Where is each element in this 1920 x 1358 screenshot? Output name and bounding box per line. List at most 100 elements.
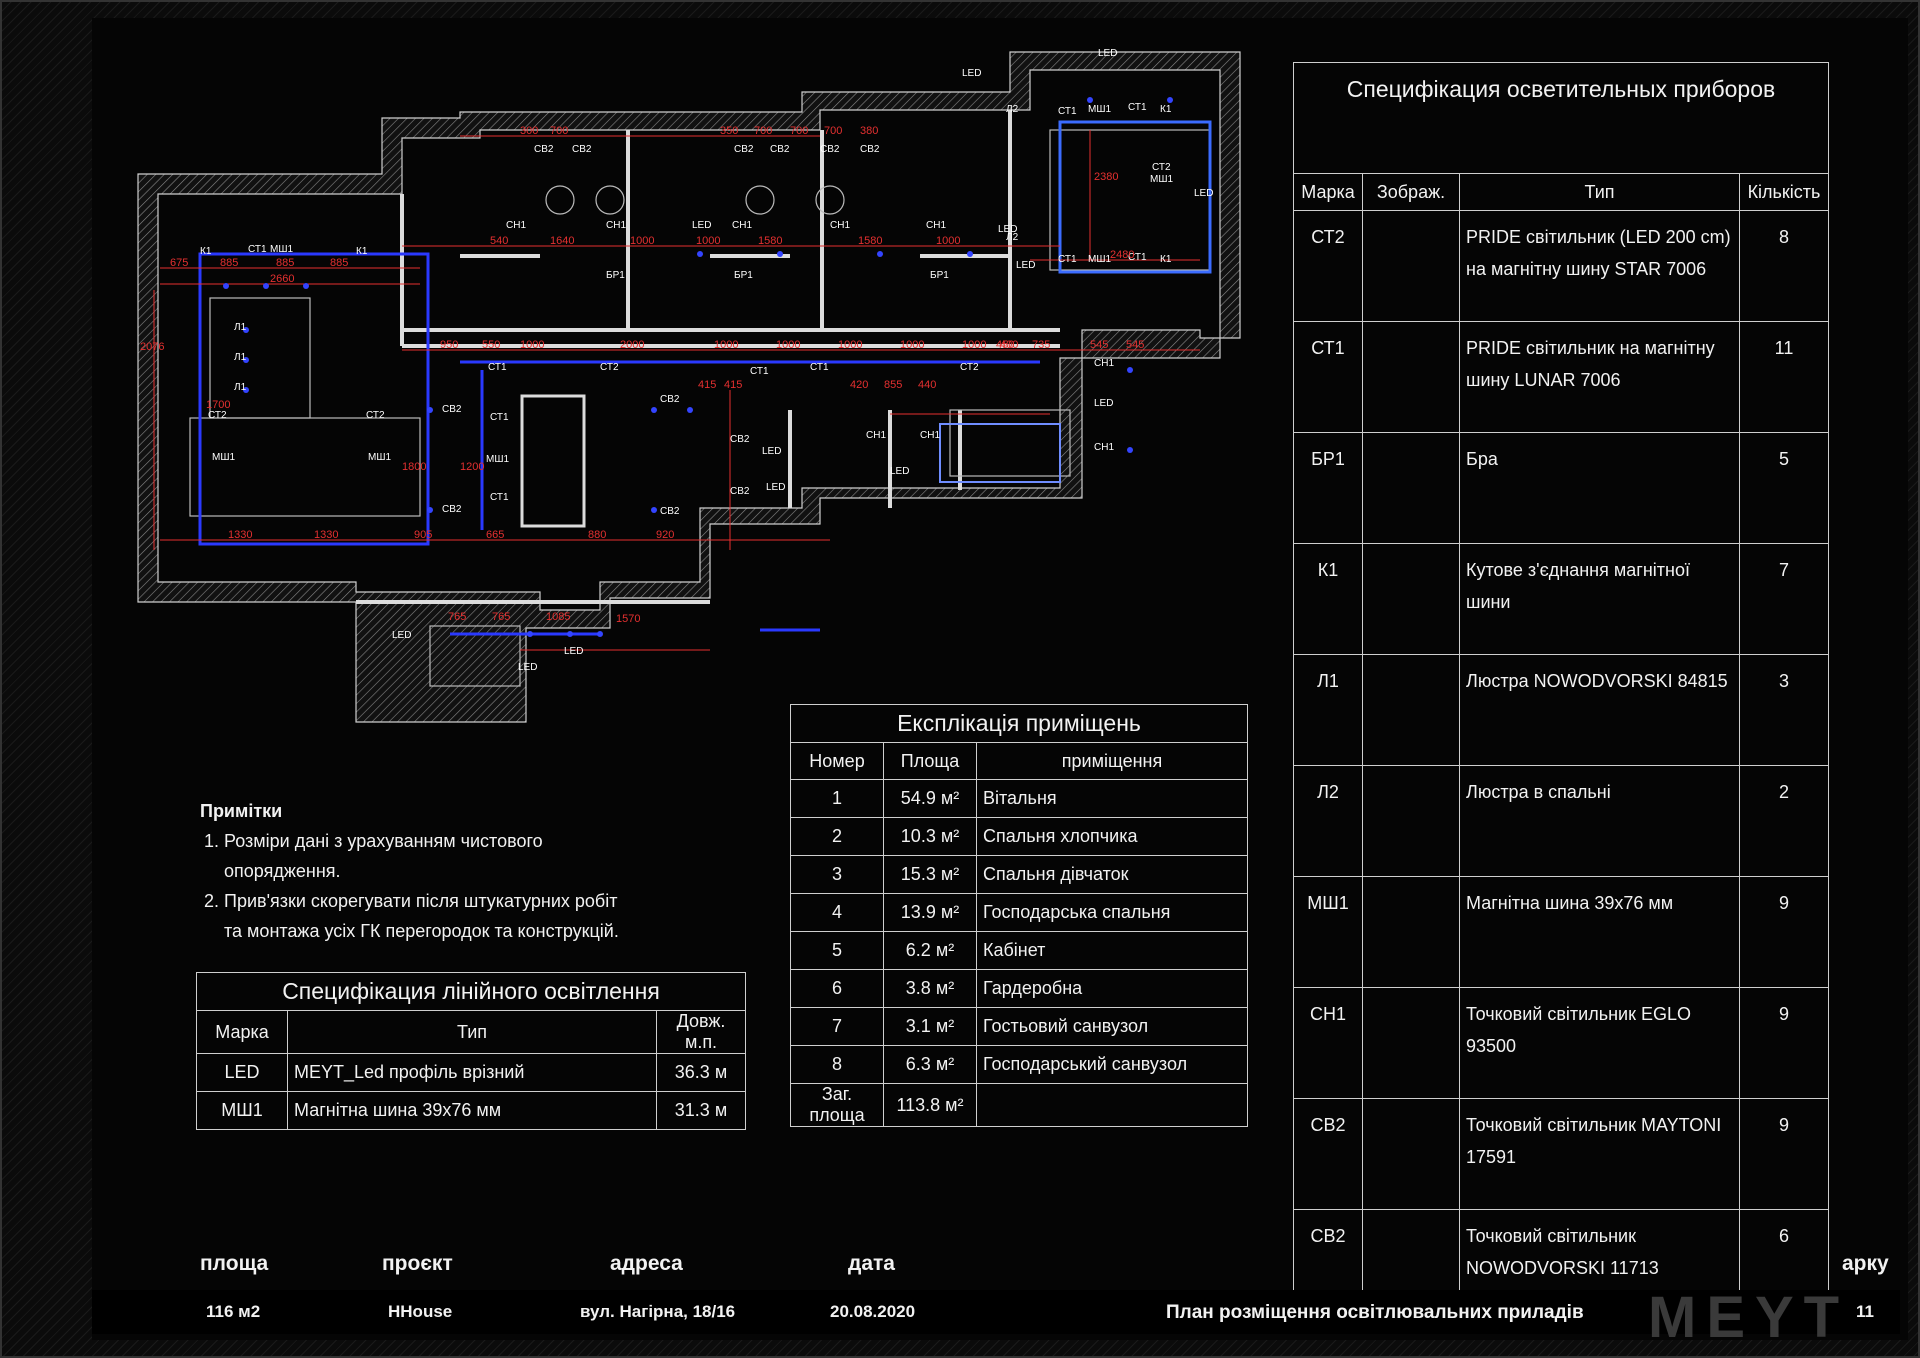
label-ct2: СТ2 (960, 362, 979, 373)
dim-24: 550 (482, 339, 500, 351)
walls (137, 51, 1241, 723)
label-ct2: СТ2 (366, 410, 385, 421)
label-cb2: СВ2 (534, 144, 554, 155)
label-k1: К1 (1160, 254, 1172, 265)
dim-9: 1000 (630, 235, 654, 247)
col-length: Довж. м.п. (656, 1010, 746, 1054)
label-msh1: МШ1 (1150, 174, 1173, 185)
label-led: LED (392, 630, 411, 641)
image-cell (1362, 543, 1460, 655)
value-address: вул. Нагірна, 18/16 (580, 1302, 736, 1321)
dim-18: 2660 (270, 273, 294, 285)
dim-33: 735 (1032, 339, 1050, 351)
mark: БР1 (1293, 432, 1363, 544)
dim-52: 855 (884, 379, 902, 391)
label-ch1: СН1 (606, 220, 626, 231)
dim-35: 545 (1126, 339, 1144, 351)
label-cb2: СВ2 (442, 404, 462, 415)
label-k1: К1 (356, 246, 368, 257)
label-cb2: СВ2 (860, 144, 880, 155)
image-cell (1362, 1098, 1460, 1210)
label-address: адреса (610, 1252, 683, 1275)
label-ct1: СТ1 (1058, 254, 1077, 265)
fixture-labels: К1 СТ1 МШ1 К1 СТ2 СТ2 МШ1 МШ1 Л1 Л1 Л1 С… (200, 48, 1213, 673)
label-ch1: СН1 (830, 220, 850, 231)
linear-title: Специфікация лінійного освітлення (196, 972, 746, 1011)
dim-37: 2480 (1110, 249, 1134, 261)
fixture-markers (223, 97, 1173, 637)
fixtures-title: Специфікация осветительных приборов (1293, 62, 1829, 174)
label-msh1: МШ1 (1088, 254, 1111, 265)
label-ch1: СН1 (732, 220, 752, 231)
label-br1: БР1 (606, 270, 625, 281)
dim-40: 905 (414, 529, 432, 541)
dim-4: 700 (790, 125, 808, 137)
label-msh1: МШ1 (486, 454, 509, 465)
label-ch1: СН1 (920, 430, 940, 441)
empty-cell (976, 1083, 1248, 1127)
qty: 3 (1739, 654, 1829, 766)
image-cell (1362, 987, 1460, 1099)
label-msh1: МШ1 (1088, 104, 1111, 115)
total-area: 113.8 м² (883, 1083, 977, 1127)
qty: 9 (1739, 987, 1829, 1099)
dim-27: 1000 (714, 339, 738, 351)
dim-15: 885 (220, 257, 238, 269)
col-type: Тип (287, 1010, 657, 1054)
dim-36: 2380 (1094, 171, 1118, 183)
notes-title: Примітки (200, 801, 283, 821)
label-ct2: СТ2 (208, 410, 227, 421)
label-ch1: СН1 (506, 220, 526, 231)
label-cb2: СВ2 (442, 504, 462, 515)
dim-13: 1000 (936, 235, 960, 247)
value-sheet: 11 (1856, 1302, 1874, 1321)
dim-28: 1000 (776, 339, 800, 351)
room-area: 13.9 м² (883, 893, 977, 932)
dim-51: 420 (850, 379, 868, 391)
dim-10: 1000 (696, 235, 720, 247)
label-l1: Л1 (234, 322, 247, 333)
label-cb2: СВ2 (660, 506, 680, 517)
qty: 5 (1739, 432, 1829, 544)
label-ct1: СТ1 (248, 244, 267, 255)
linear-lighting-table: Специфікация лінійного освітлення Марка … (196, 972, 746, 1130)
label-led: LED (518, 662, 537, 673)
dim-11: 1580 (758, 235, 782, 247)
label-led: LED (1016, 260, 1035, 271)
room-number: 6 (790, 969, 884, 1008)
label-ch1: СН1 (1094, 442, 1114, 453)
col-qty: Кількість (1739, 173, 1829, 211)
dim-19: 2076 (140, 341, 164, 353)
label-led: LED (766, 482, 785, 493)
col-room: приміщення (976, 742, 1248, 780)
type: Бра (1459, 432, 1740, 544)
dim-8: 1640 (550, 235, 574, 247)
dim-17: 885 (330, 257, 348, 269)
value-date: 20.08.2020 (830, 1302, 916, 1321)
room-name: Спальня хлопчика (976, 817, 1248, 856)
label-led: LED (1194, 188, 1213, 199)
label-l1: Л1 (234, 382, 247, 393)
room-area: 15.3 м² (883, 855, 977, 894)
partitions (356, 110, 1060, 604)
type: Магнітна шина 39х76 мм (287, 1091, 657, 1130)
dim-5: 700 (824, 125, 842, 137)
type: PRIDE світильник (LED 200 cm) на магнітн… (1459, 210, 1740, 322)
type: Люстра NOWODVORSKI 84815 (1459, 654, 1740, 766)
room-number: 7 (790, 1007, 884, 1046)
label-area: площа (200, 1252, 269, 1275)
mark: МШ1 (1293, 876, 1363, 988)
label-led: LED (692, 220, 711, 231)
col-image: Зображ. (1362, 173, 1460, 211)
qty: 9 (1739, 876, 1829, 988)
dim-29: 1000 (838, 339, 862, 351)
col-area: Площа (883, 742, 977, 780)
type: PRIDE світильник на магнітну шину LUNAR … (1459, 321, 1740, 433)
